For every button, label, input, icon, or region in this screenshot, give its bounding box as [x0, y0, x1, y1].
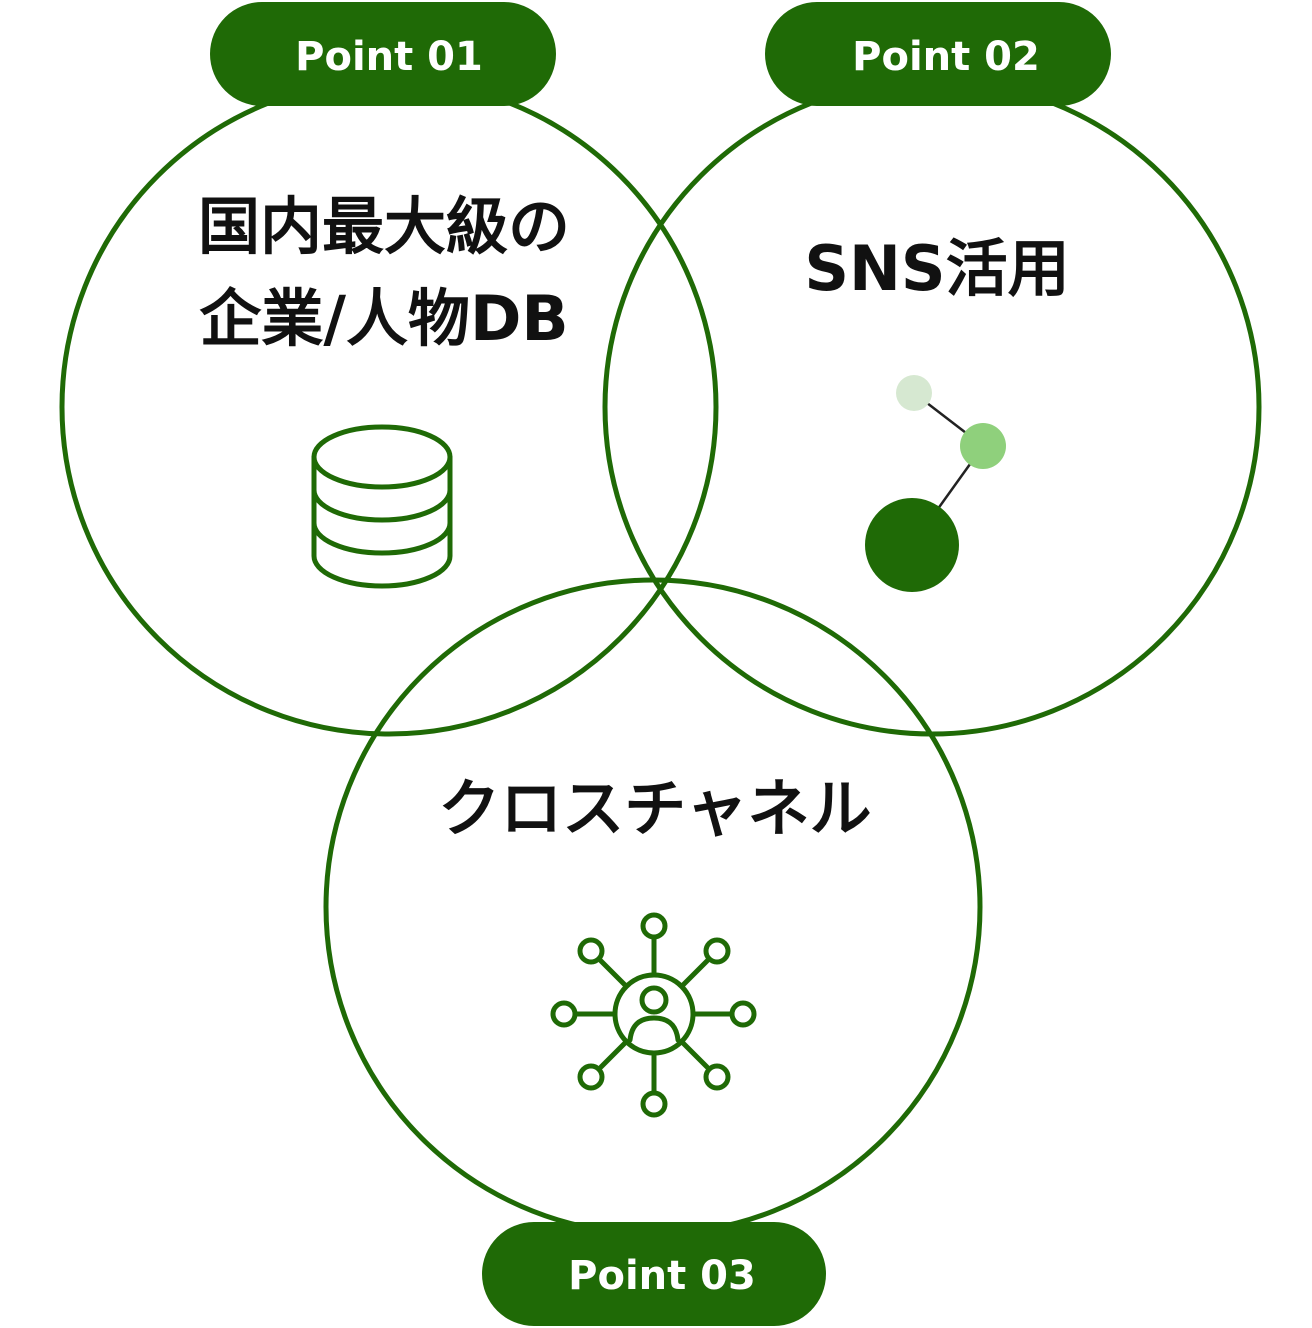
badge-point-03: Point 03	[482, 1222, 826, 1326]
badge-point-01: Point 01	[210, 2, 556, 106]
badge-point-03-label: Point 03	[568, 1253, 756, 1299]
badge-point-02: Point 02	[765, 2, 1111, 106]
badge-point-02-label: Point 02	[852, 34, 1040, 80]
point-01-title-line-2: 企業/人物DB	[199, 282, 568, 355]
social-node-large	[865, 498, 959, 592]
point-03-title: クロスチャネル	[438, 772, 871, 845]
social-node-medium	[960, 423, 1006, 469]
social-nodes-icon	[865, 375, 1006, 592]
point-01-title-line-1: 国内最大級の	[198, 190, 570, 263]
circle-point-01	[59, 77, 719, 737]
circle-point-03	[323, 577, 983, 1237]
badge-point-01-label: Point 01	[295, 34, 483, 80]
network-person-icon	[550, 912, 757, 1118]
social-node-small	[896, 375, 932, 411]
database-icon	[311, 424, 453, 589]
point-02-title: SNS活用	[804, 232, 1069, 305]
